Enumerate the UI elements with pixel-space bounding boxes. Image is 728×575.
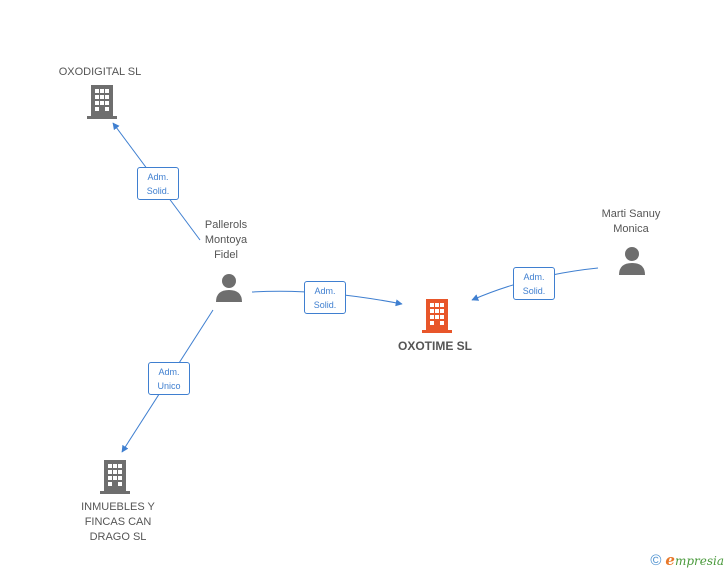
- node-label-pallerols: Pallerols Montoya Fidel: [204, 219, 248, 261]
- node-label-inmuebles: INMUEBLES Y FINCAS CAN DRAGO SL: [81, 501, 155, 543]
- person-icon[interactable]: [617, 246, 647, 276]
- brand-name: mpresia: [674, 554, 724, 568]
- edge-label-adm-solid[interactable]: Adm. Solid.: [137, 167, 179, 200]
- node-label-oxotime: OXOTIME SL: [397, 339, 472, 353]
- building-icon[interactable]: [421, 298, 453, 334]
- person-icon[interactable]: [214, 273, 244, 303]
- edge-label-line2: Solid.: [313, 300, 337, 310]
- edge-label-adm-solid[interactable]: Adm. Solid.: [513, 267, 555, 300]
- brand-initial: e: [665, 551, 675, 569]
- edge-label-line1: Adm.: [158, 367, 180, 377]
- edge-label-line1: Adm.: [314, 286, 336, 296]
- node-label-marti: Marti Sanuy Monica: [601, 208, 661, 235]
- edge-label-line1: Adm.: [147, 172, 169, 182]
- brand-logo[interactable]: empresia: [665, 551, 724, 569]
- footer-brand: © empresia: [650, 551, 724, 569]
- edge-label-line2: Unico: [157, 381, 181, 391]
- node-label-oxodigital: OXODIGITAL SL: [58, 66, 142, 78]
- edge-label-line2: Solid.: [522, 286, 546, 296]
- edge-label-line2: Solid.: [146, 186, 170, 196]
- copyright-icon: ©: [650, 551, 662, 569]
- building-icon[interactable]: [86, 84, 118, 120]
- edge-label-adm-solid[interactable]: Adm. Solid.: [304, 281, 346, 314]
- building-icon[interactable]: [99, 459, 131, 495]
- edge-label-adm-unico[interactable]: Adm. Unico: [148, 362, 190, 395]
- edge-label-line1: Adm.: [523, 272, 545, 282]
